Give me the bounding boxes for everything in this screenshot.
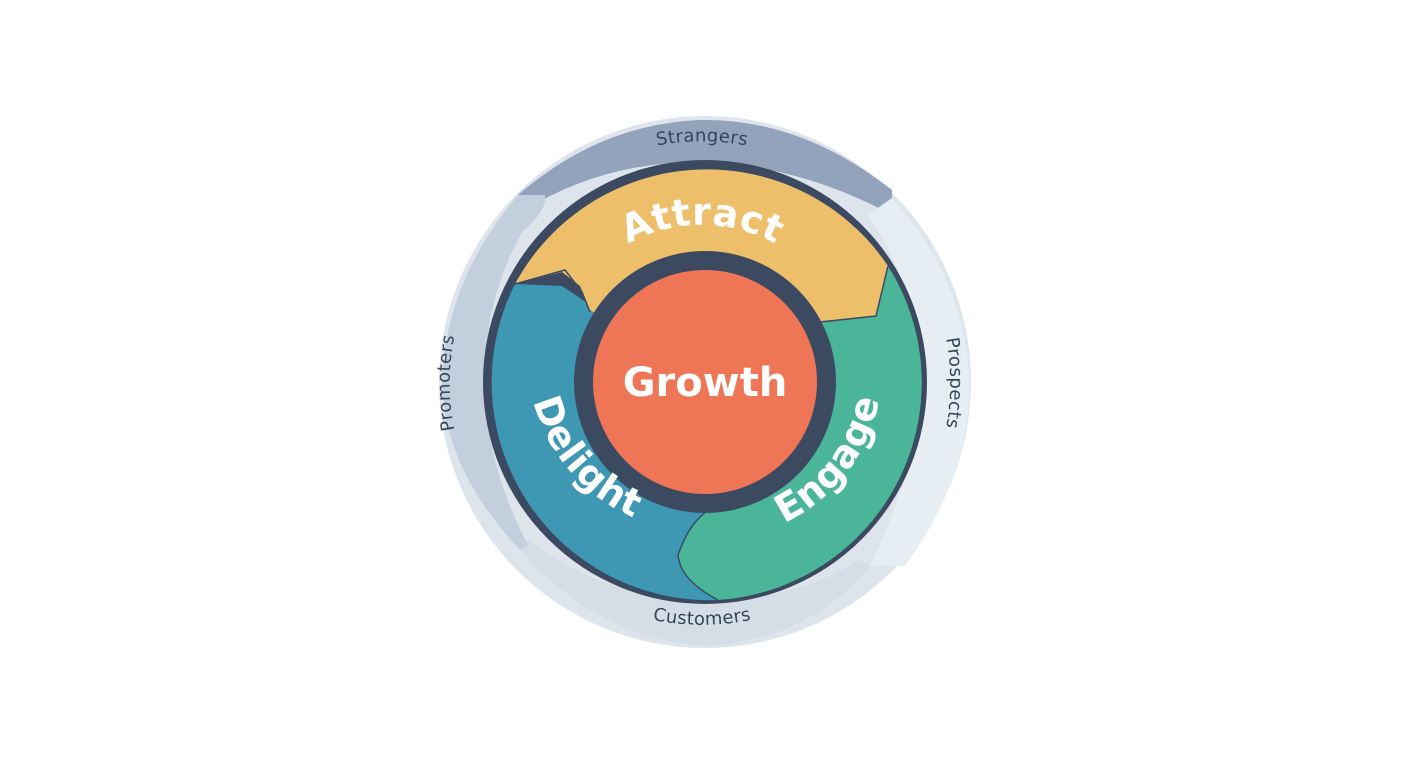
segment-divider bbox=[514, 269, 591, 313]
outer-label-prospects: Prospects bbox=[941, 336, 966, 430]
ring-segment-strangers bbox=[518, 119, 892, 215]
segment-divider bbox=[819, 265, 889, 323]
hub-growth bbox=[593, 270, 817, 494]
center-label: Growth bbox=[623, 360, 788, 406]
segment-divider bbox=[677, 507, 719, 601]
ring-segment-promoters bbox=[442, 195, 546, 550]
ring-segment-customers bbox=[520, 540, 870, 646]
wheel bbox=[483, 160, 927, 604]
outer-label-strangers: Strangers bbox=[654, 125, 749, 150]
ring-segment-prospects bbox=[868, 198, 970, 566]
